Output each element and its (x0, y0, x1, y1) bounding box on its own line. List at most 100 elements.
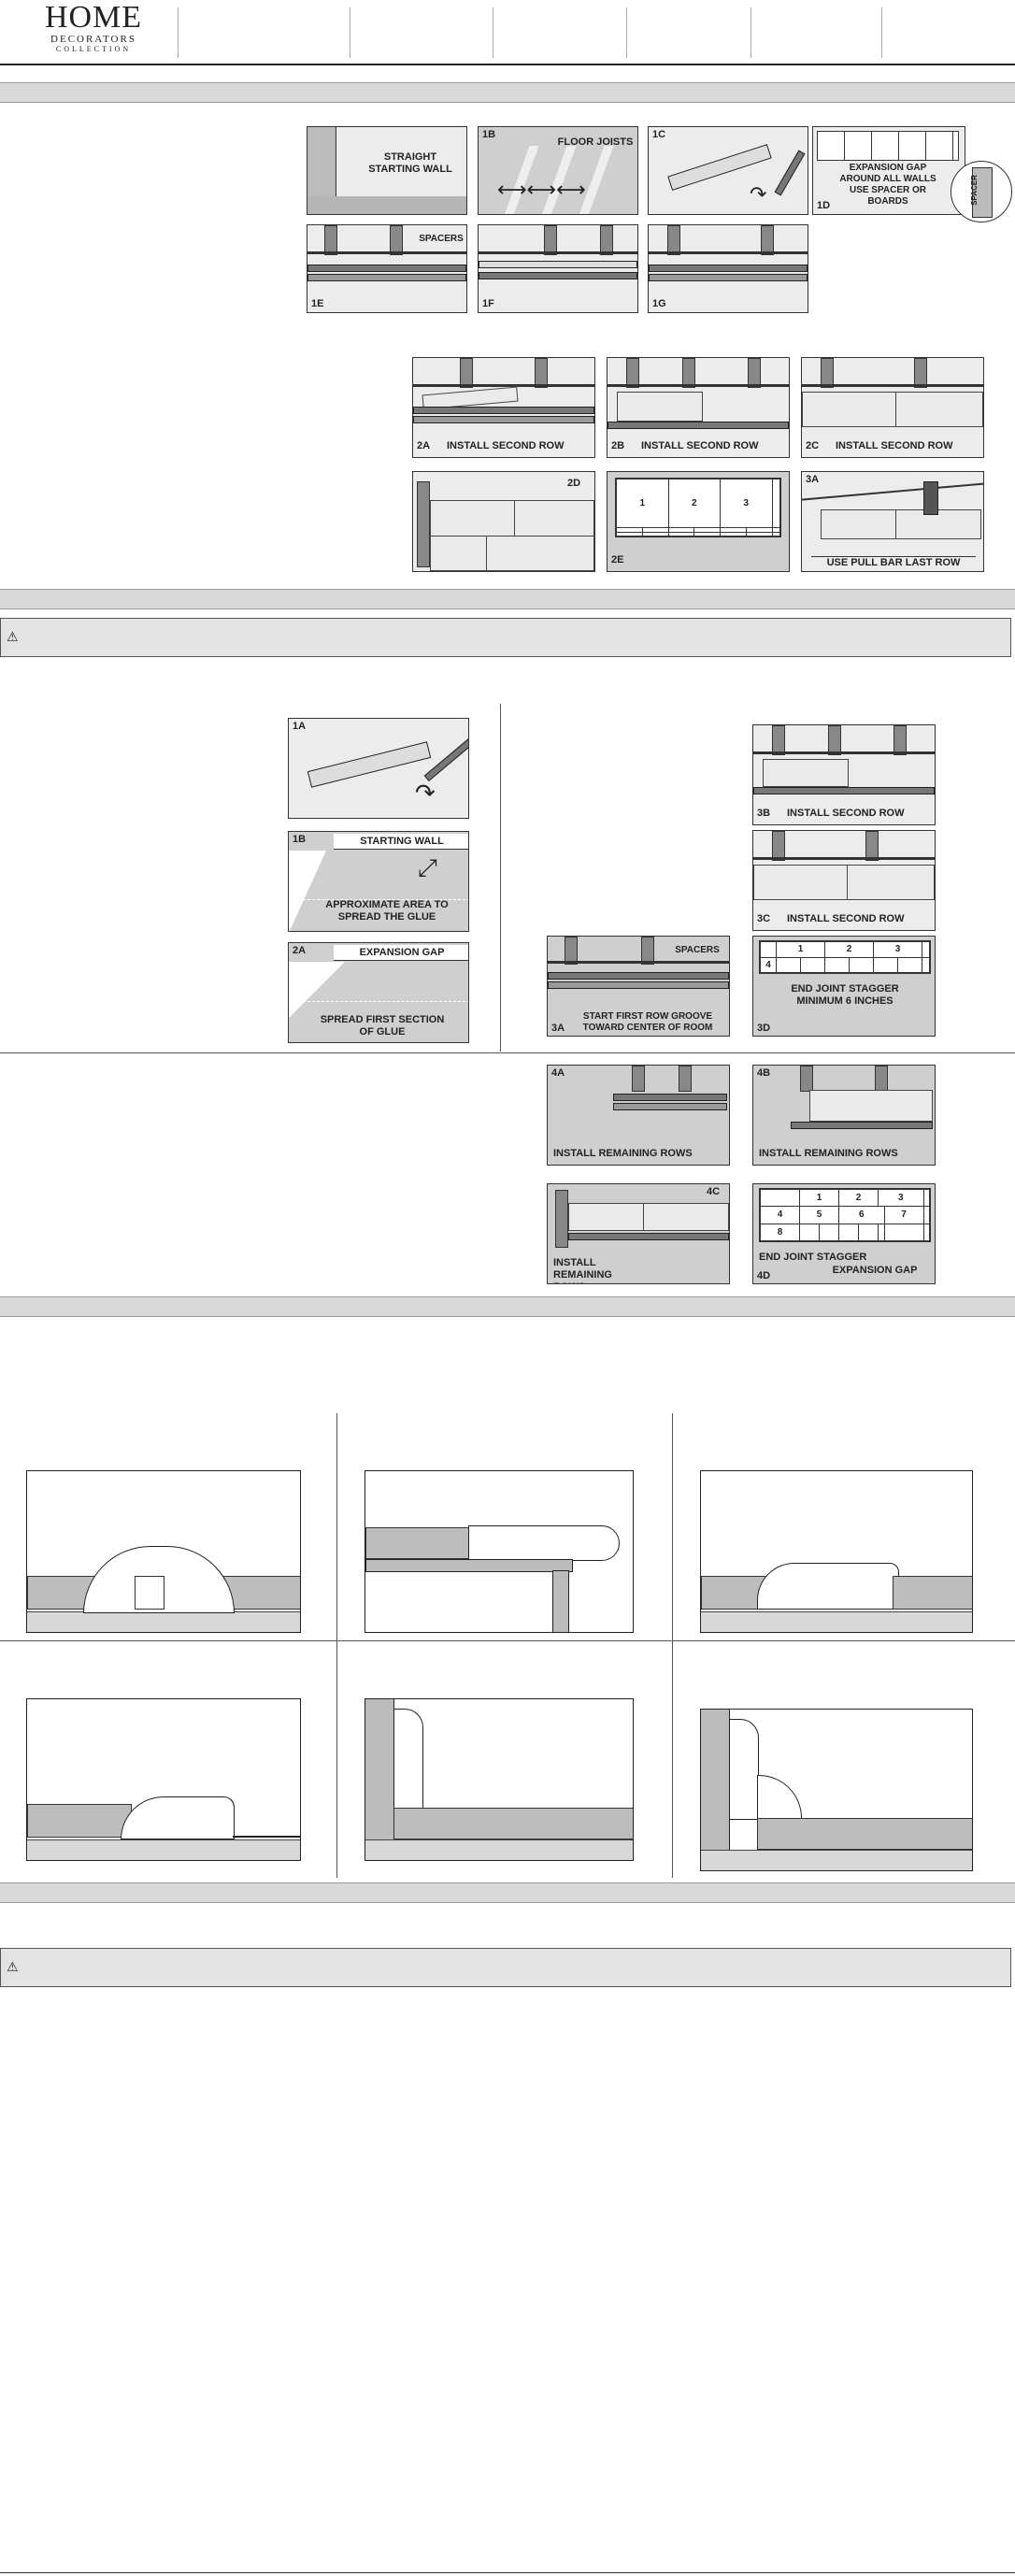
panel-id: 1E (311, 298, 323, 309)
grid-col: 6 (839, 1207, 884, 1224)
curved-arrow-icon: ↷ (750, 183, 766, 207)
column-divider (672, 1413, 673, 1878)
grid-col: 5 (800, 1207, 839, 1224)
panel-id: 3A (551, 1023, 565, 1034)
panel-id: 1A (293, 721, 306, 732)
column-divider (336, 1413, 337, 1878)
panel-id: 2B (611, 440, 624, 451)
t-molding-profile (26, 1470, 301, 1633)
panel-caption-top: SPACERS (669, 944, 725, 956)
grid-col: 2 (839, 1190, 879, 1207)
panel-id: 2E (611, 554, 623, 565)
nav-divider (881, 7, 882, 58)
spacer-label: SPACER (970, 175, 979, 206)
panel-2d: 2D (412, 471, 595, 572)
panel-1g: 1G (648, 224, 808, 313)
panel-caption: EXPANSION GAP AROUND ALL WALLS USE SPACE… (832, 163, 944, 208)
panel-id: 3D (757, 1023, 770, 1034)
grid-col: 1 (617, 479, 669, 528)
glue-panel-3d: 123 4 END JOINT STAGGER MINIMUM 6 INCHES… (752, 936, 936, 1037)
panel-id: 4C (707, 1186, 720, 1197)
glue-panel-3b: INSTALL SECOND ROW 3B (752, 724, 936, 825)
grid-col: 2 (825, 942, 874, 958)
panel-1b: 1B FLOOR JOISTS ⟷⟷⟷ (478, 126, 638, 215)
curved-arrow-icon: ↷ (415, 780, 436, 808)
panel-caption: INSTALL REMAINING ROWS (759, 1148, 931, 1160)
panel-caption-top: STARTING WALL (334, 834, 469, 850)
panel-caption: SPREAD FIRST SECTION OF GLUE (317, 1014, 448, 1038)
panel-2b: INSTALL SECOND ROW 2B (607, 357, 790, 458)
panel-caption: USE PULL BAR LAST ROW (811, 556, 976, 569)
panel-id: 4D (757, 1270, 770, 1281)
logo-home: HOME (37, 2, 150, 34)
panel-3a: USE PULL BAR LAST ROW 3A (801, 471, 984, 572)
panel-caption: INSTALL REMAINING ROWS (553, 1257, 637, 1284)
panel-id: 2A (417, 440, 430, 451)
nav-divider (626, 7, 627, 58)
panel-id: 4A (551, 1067, 565, 1079)
glue-panel-2a: 2A EXPANSION GAP SPREAD FIRST SECTION OF… (288, 942, 469, 1043)
panel-caption: START FIRST ROW GROOVE TOWARD CENTER OF … (568, 1011, 727, 1034)
panel-caption: INSTALL SECOND ROW (641, 440, 781, 452)
stair-nose-profile (365, 1470, 634, 1633)
grid-row-label: 4 (761, 957, 777, 973)
grid-col: 2 (668, 479, 721, 528)
panel-id: 2A (293, 945, 306, 956)
panel-caption: END JOINT STAGGER MINIMUM 6 INCHES (789, 983, 901, 1008)
glue-panel-4c: 4C INSTALL REMAINING ROWS (547, 1183, 730, 1284)
grid-col: 8 (761, 1224, 800, 1240)
panel-2a: INSTALL SECOND ROW 2A (412, 357, 595, 458)
panel-2c: INSTALL SECOND ROW 2C (801, 357, 984, 458)
threshold-profile (26, 1698, 301, 1861)
panel-id: 1D (817, 200, 830, 211)
panel-id: 1G (652, 298, 666, 309)
panel-caption-top: EXPANSION GAP (334, 945, 469, 961)
row-divider (0, 1052, 1015, 1053)
section-bar (0, 1296, 1015, 1317)
diagonal-arrow-icon: ⤢ (418, 854, 437, 883)
panel-id: 1C (652, 129, 665, 140)
warning-box: ⚠ (0, 1948, 1011, 1987)
baseboard-profile (365, 1698, 634, 1861)
panel-id: 2C (806, 440, 819, 451)
warning-box: ⚠ (0, 618, 1011, 657)
panel-1c: 1C ↷ (648, 126, 808, 215)
panel-id: 3C (757, 913, 770, 924)
panel-1d: EXPANSION GAP AROUND ALL WALLS USE SPACE… (812, 126, 965, 215)
glue-panel-3c: INSTALL SECOND ROW 3C (752, 830, 936, 931)
warning-triangle-icon: ⚠ (7, 630, 19, 645)
glue-panel-4a: 4A INSTALL REMAINING ROWS (547, 1065, 730, 1166)
panel-caption: INSTALL SECOND ROW (787, 808, 927, 820)
panel-caption-2: EXPANSION GAP (819, 1265, 931, 1277)
logo-collection: COLLECTION (37, 45, 150, 53)
grid-col: 3 (874, 942, 922, 958)
panel-id: 1F (482, 298, 494, 309)
glue-panel-4b: 4B INSTALL REMAINING ROWS (752, 1065, 936, 1166)
panel-id: 4B (757, 1067, 770, 1079)
panel-caption: STRAIGHT STARTING WALL (364, 151, 457, 176)
panel-caption: INSTALL SECOND ROW (447, 440, 587, 452)
panel-1e: SPACERS 1E (307, 224, 467, 313)
grid-col: 4 (761, 1207, 800, 1224)
grid-col: 7 (884, 1207, 923, 1224)
grid-col: 1 (800, 1190, 839, 1207)
panel-caption: INSTALL SECOND ROW (787, 913, 927, 925)
column-divider (500, 704, 501, 1052)
logo: HOME DECORATORS COLLECTION (37, 2, 150, 53)
panel-caption: APPROXIMATE AREA TO SPREAD THE GLUE (317, 899, 457, 923)
grid-col: 3 (721, 479, 773, 528)
glue-panel-3a: SPACERS START FIRST ROW GROOVE TOWARD CE… (547, 936, 730, 1037)
grid-col: 3 (879, 1190, 923, 1207)
panel-id: 3B (757, 808, 770, 819)
section-bar (0, 589, 1015, 609)
panel-caption: INSTALL REMAINING ROWS (553, 1148, 725, 1160)
panel-id: 1B (293, 834, 306, 845)
quarter-round-profile (700, 1709, 973, 1871)
nav-divider (178, 7, 179, 58)
panel-caption: SPACERS (418, 233, 465, 245)
section-bar (0, 1882, 1015, 1903)
section-bar (0, 82, 1015, 103)
warning-triangle-icon: ⚠ (7, 1960, 19, 1975)
